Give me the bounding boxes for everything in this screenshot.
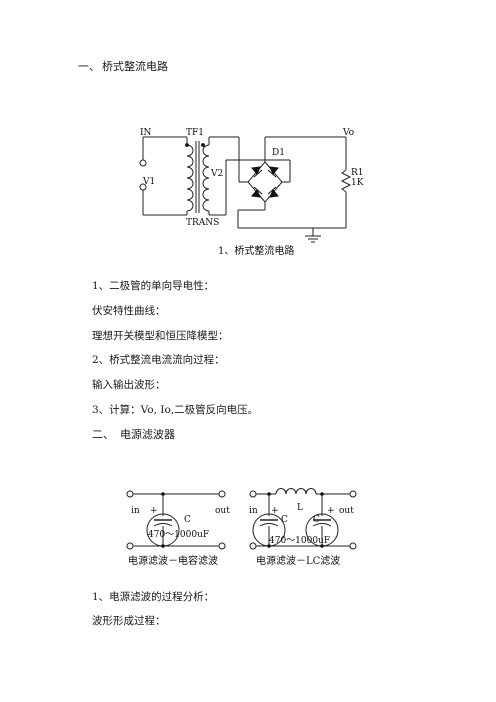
label-trans: TRANS xyxy=(186,218,219,228)
bottom-line-2: 波形形成过程： xyxy=(92,615,166,627)
lc-filter-out-label: out xyxy=(339,506,354,516)
lc-filter-in-label: in xyxy=(249,506,258,516)
lc-filter-plus-1: + xyxy=(271,506,279,516)
diode-2 xyxy=(269,166,279,175)
point-3: 理想开关模型和恒压降模型： xyxy=(92,330,229,342)
lc-filter-value: 470～1000uF xyxy=(269,536,330,546)
label-tf1: TF1 xyxy=(186,128,204,138)
diode-4 xyxy=(269,189,279,198)
dot-secondary xyxy=(201,143,205,147)
point-4: 2、桥式整流电流流向过程： xyxy=(92,354,225,366)
cap-filter-out-label: out xyxy=(215,506,230,516)
label-in: IN xyxy=(140,128,152,138)
lc-filter-in-top xyxy=(249,490,257,498)
cap-filter-in-top xyxy=(126,490,134,498)
section1-number: 一、 xyxy=(78,60,100,73)
label-d1: D1 xyxy=(272,148,285,158)
point-1: 1、二极管的单向导电性： xyxy=(92,280,215,292)
diode-1 xyxy=(251,166,261,175)
lc-filter-l-label: L xyxy=(297,503,303,513)
lc-filter-out-bottom xyxy=(349,542,357,550)
lc-filter-in-bottom xyxy=(249,542,257,550)
point-6: 3、计算：Vo, Io,二极管反向电压。 xyxy=(92,404,259,416)
resistor-r1 xyxy=(340,169,352,193)
point-2: 伏安特性曲线： xyxy=(92,305,166,317)
inductor-l xyxy=(275,488,317,495)
cap-filter-out-top xyxy=(218,490,226,498)
label-v1: V1 xyxy=(142,177,155,187)
label-v2: V2 xyxy=(210,169,223,179)
diode-3 xyxy=(251,189,261,198)
lc-filter-out-top xyxy=(349,490,357,498)
cap-filter-out-bottom xyxy=(218,542,226,550)
secondary-coil xyxy=(202,144,210,212)
cap-filter-plus: + xyxy=(150,506,158,516)
point-5: 输入输出波形： xyxy=(92,379,166,391)
cap-filter-plate xyxy=(153,523,173,527)
section2-number: 二、 xyxy=(92,428,114,441)
label-vo: Vo xyxy=(342,128,354,138)
cap-filter-in-label: in xyxy=(131,506,140,516)
section2-title: 电源滤波器 xyxy=(120,428,175,441)
primary-coil xyxy=(186,144,194,212)
lc-filter-c2-label: C xyxy=(313,515,320,525)
lc-filter-plus-2: + xyxy=(327,506,335,516)
lc-filter-caption: 电源滤波－LC滤波 xyxy=(256,554,340,567)
cap-filter-c-label: C xyxy=(184,515,191,525)
dot-primary xyxy=(185,143,189,147)
lc-filter-c1-label: C xyxy=(281,515,288,525)
label-r1: R1 xyxy=(351,168,364,178)
bottom-line-1: 1、电源滤波的过程分析： xyxy=(92,591,215,603)
terminal-v1-top xyxy=(139,159,147,167)
cap-filter-in-bottom xyxy=(126,542,134,550)
circuit1-caption: 1、桥式整流电路 xyxy=(218,244,294,257)
cap-filter-value: 470～1000uF xyxy=(148,530,209,540)
section1-title: 桥式整流电路 xyxy=(102,60,168,73)
label-r1-value: 1K xyxy=(351,178,364,188)
cap-filter-caption: 电源滤波－电容滤波 xyxy=(128,554,218,567)
